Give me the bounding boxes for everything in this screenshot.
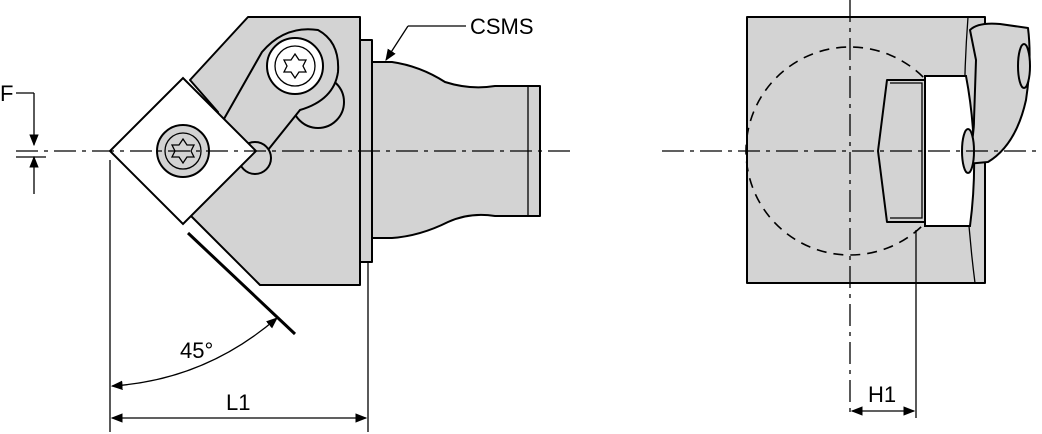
angle-label: 45° <box>180 338 213 363</box>
shank <box>371 61 541 239</box>
h1-label: H1 <box>868 382 896 407</box>
l1-label: L1 <box>226 390 250 415</box>
f-dimension: F <box>0 81 46 194</box>
f-label: F <box>0 81 13 106</box>
csms-label: CSMS <box>470 14 534 39</box>
clamp-side-view <box>965 22 1031 165</box>
side-view <box>745 16 1031 284</box>
angle-arc <box>110 317 278 390</box>
clamp-screw-side <box>1017 43 1031 89</box>
angle-reference-line <box>186 231 297 336</box>
csms-leader <box>385 25 409 61</box>
torx-screw-icon <box>266 37 324 95</box>
